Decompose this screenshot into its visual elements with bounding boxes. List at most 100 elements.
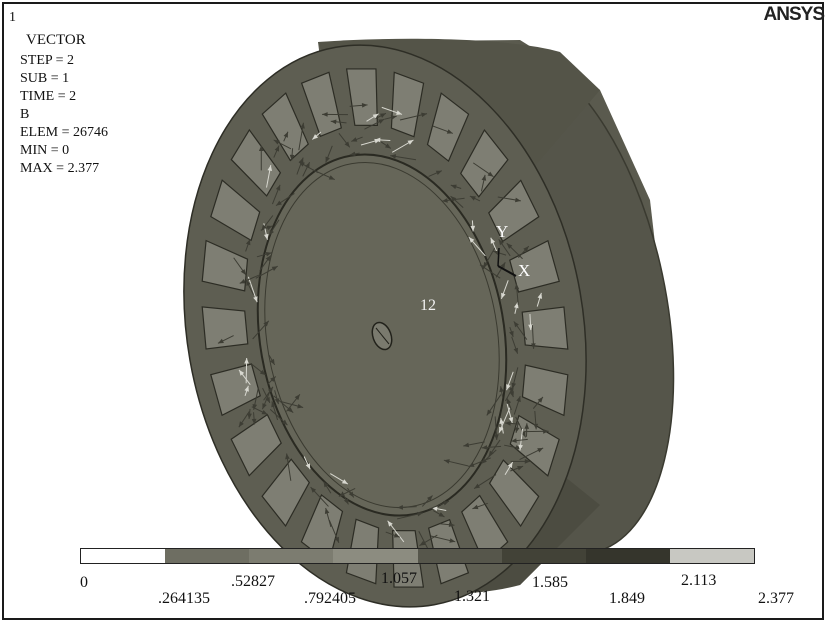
vector-arrowhead [537, 396, 543, 403]
vector-arrowhead [348, 491, 354, 498]
vector-arrowhead [325, 156, 330, 163]
vector-arrowhead [285, 453, 290, 460]
info-quantity: B [20, 107, 30, 122]
vector-arrowhead [244, 385, 249, 392]
vector-arrowhead [240, 269, 246, 275]
slot [261, 458, 310, 528]
vector-arrowhead [514, 283, 520, 290]
legend-segment-5 [417, 549, 502, 563]
vector-arrowhead [275, 184, 281, 191]
vector-arrowhead [361, 102, 368, 108]
vector-arrowhead [217, 338, 224, 344]
vector-arrowhead [518, 444, 523, 451]
rotor-body [183, 38, 675, 608]
vector-arrowhead [528, 324, 533, 331]
vector-arrowhead [486, 409, 492, 416]
vector-arrowhead [349, 151, 356, 157]
vector-arrowhead [514, 426, 520, 433]
vector-arrowhead [266, 225, 273, 231]
info-elem: ELEM = 26746 [20, 125, 108, 140]
vector-arrowhead [274, 145, 280, 152]
vector-arrowhead [351, 137, 358, 142]
vector-arrowhead [446, 129, 453, 134]
vector-arrowhead [323, 481, 329, 488]
plot-info-block: VECTOR STEP = 2 SUB = 1 TIME = 2 B ELEM … [20, 31, 108, 178]
vector-arrowhead [265, 251, 272, 257]
vector-arrowhead [253, 296, 258, 303]
legend-label-7: 1.849 [609, 590, 645, 607]
vector-arrowhead [259, 369, 266, 376]
vector-arrowhead [251, 418, 257, 425]
slot [521, 364, 569, 417]
vector-arrowhead [312, 134, 319, 140]
legend-segment-4 [333, 549, 418, 563]
vector-arrowhead [481, 174, 487, 181]
slot [488, 179, 540, 243]
vector-arrowhead [472, 504, 479, 510]
vector-arrowhead [506, 384, 511, 391]
color-legend-bar [80, 548, 755, 564]
legend-label-3: .792405 [304, 590, 356, 607]
vector-arrowhead [273, 139, 280, 145]
vector-arrowhead [470, 225, 476, 232]
vector-arrowhead [287, 407, 294, 413]
slot [201, 239, 249, 292]
vector-arrowhead [500, 262, 506, 269]
vector-arrowhead [537, 447, 544, 453]
info-step: STEP = 2 [20, 53, 75, 68]
node-number-label: 12 [420, 297, 436, 314]
vector-arrowhead [262, 403, 267, 410]
vector-arrowhead [499, 386, 504, 393]
vector-arrowhead [334, 536, 339, 543]
vector-arrowhead [378, 119, 385, 124]
vector-arrowhead [533, 423, 539, 430]
legend-segment-7 [585, 549, 670, 563]
vector-arrowhead [468, 462, 475, 467]
vector-arrowhead [513, 347, 518, 354]
vector-arrowhead [474, 483, 481, 489]
vector-arrowhead [261, 409, 268, 415]
vector-arrowhead [448, 522, 455, 527]
vector-arrowhead [468, 237, 475, 243]
vector-arrowhead [531, 343, 536, 349]
triad-y-label: Y [496, 222, 508, 241]
vector-arrowhead [310, 487, 317, 493]
vector-arrowhead [343, 498, 349, 505]
vector-arrowhead [499, 418, 504, 424]
vector-arrowhead [387, 520, 393, 527]
vector-arrowhead [396, 110, 403, 115]
legend-label-1: .264135 [158, 590, 210, 607]
legend-label-2: .52827 [231, 573, 275, 590]
vector-arrowhead [494, 434, 499, 440]
vector-arrowhead [506, 243, 513, 249]
vector-arrowhead [275, 200, 282, 206]
legend-label-9: 2.377 [758, 590, 794, 607]
vector-arrowhead [442, 501, 449, 506]
vector-arrowhead [427, 495, 433, 502]
vector-arrowhead [517, 465, 524, 471]
vector-arrowhead [543, 429, 549, 434]
vector-arrowhead [324, 508, 330, 514]
vector-arrowhead [393, 533, 400, 538]
vector-arrowhead [263, 320, 269, 327]
legend-segment-2 [165, 549, 250, 563]
vector-arrowhead [449, 538, 456, 543]
vector-arrowhead [330, 119, 337, 125]
vector-arrowhead [397, 505, 404, 510]
vector-arrowhead [407, 139, 414, 145]
vector-arrowhead [509, 385, 514, 392]
vector-arrowhead [421, 112, 428, 118]
slot [201, 306, 249, 350]
vector-arrowhead [261, 224, 267, 231]
vector-arrowhead [300, 122, 305, 129]
vector-arrowhead [419, 540, 426, 546]
vector-arrowhead [244, 357, 249, 364]
legend-segment-6 [501, 549, 586, 563]
vector-arrowhead [463, 442, 470, 448]
vector-arrowhead [267, 165, 273, 172]
vector-arrowhead [239, 369, 245, 376]
vector-arrowhead [344, 141, 350, 148]
slot [261, 92, 309, 162]
vector-arrowhead [450, 196, 457, 202]
